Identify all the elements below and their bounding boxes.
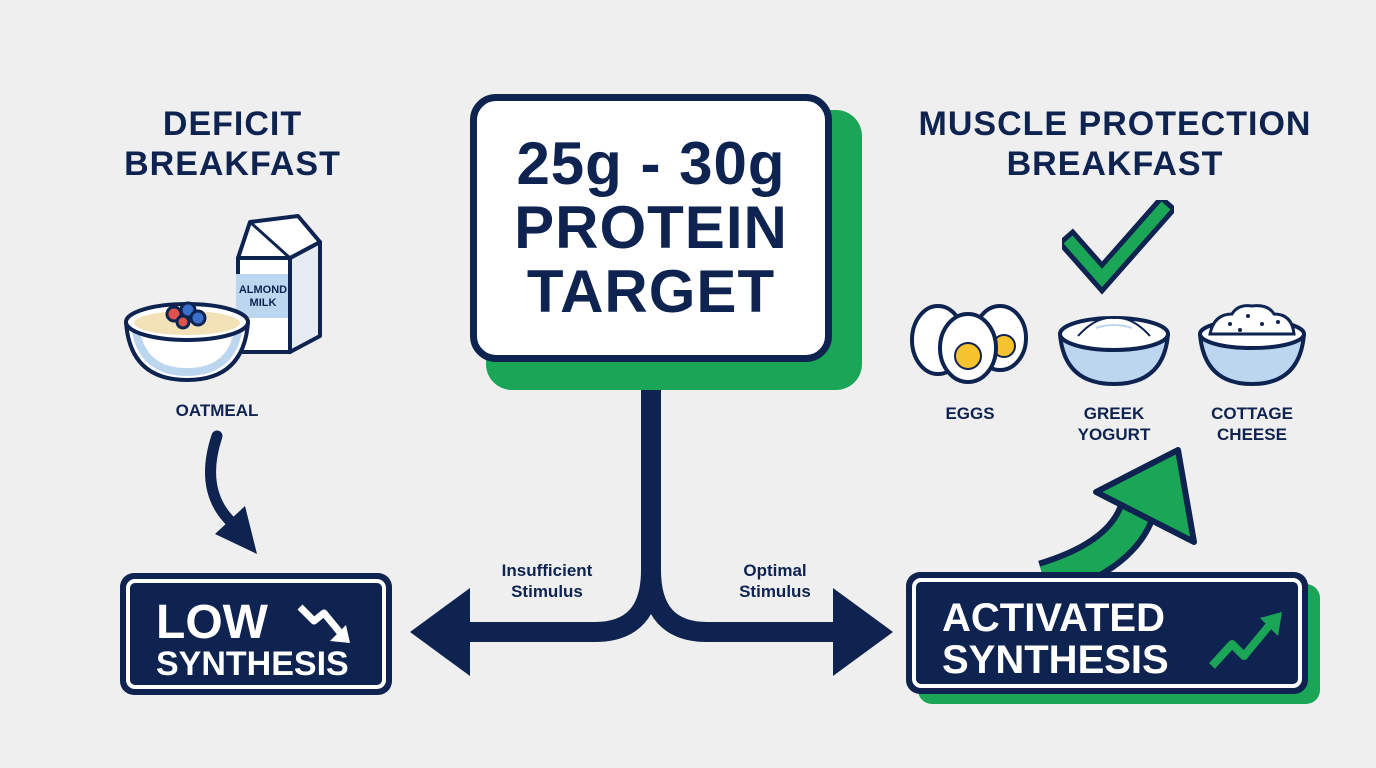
insufficient-stimulus-label: Insufficient Stimulus — [501, 561, 593, 601]
activated-synthesis-box: ACTIVATED SYNTHESIS — [906, 572, 1308, 694]
greek-yogurt-label: GREEK YOGURT — [1077, 404, 1151, 444]
muscle-protection-breakfast-heading: MUSCLE PROTECTION BREAKFAST — [918, 105, 1312, 183]
eggs-label: EGGS — [945, 404, 995, 423]
checkmark-icon — [1062, 200, 1174, 295]
cottage-cheese-bowl-icon — [1198, 304, 1306, 386]
target-label-protein: PROTEIN — [514, 194, 788, 261]
activated-synthesis-line1: ACTIVATED — [942, 596, 1165, 640]
eggs-icon — [910, 304, 1028, 384]
activated-synthesis-line2: SYNTHESIS — [942, 638, 1169, 682]
target-range: 25g - 30g — [516, 130, 786, 197]
protein-target-box: 25g - 30g PROTEIN TARGET — [470, 94, 832, 362]
low-synthesis-line2: SYNTHESIS — [156, 645, 349, 683]
optimal-stimulus-label: Optimal Stimulus — [739, 561, 811, 601]
cottage-cheese-label: COTTAGE CHEESE — [1211, 404, 1293, 444]
carton-label: ALMOND MILK — [238, 284, 288, 309]
oatmeal-bowl-icon — [124, 301, 250, 382]
almond-milk-carton-icon — [236, 214, 322, 354]
target-label-target: TARGET — [526, 258, 776, 325]
low-synthesis-box: LOW SYNTHESIS — [120, 573, 392, 695]
left-arrowhead — [410, 588, 470, 676]
trend-up-icon — [1209, 612, 1282, 669]
deficit-breakfast-heading: DEFICIT BREAKFAST — [124, 105, 341, 183]
oatmeal-label: OATMEAL — [175, 401, 259, 420]
trend-down-icon — [297, 604, 350, 643]
right-arrowhead — [833, 588, 893, 676]
activated-arrow-up-icon — [1037, 447, 1197, 584]
curved-arrow-down-icon — [205, 430, 257, 554]
greek-yogurt-bowl-icon — [1058, 316, 1170, 386]
low-synthesis-line1: LOW — [156, 596, 268, 649]
